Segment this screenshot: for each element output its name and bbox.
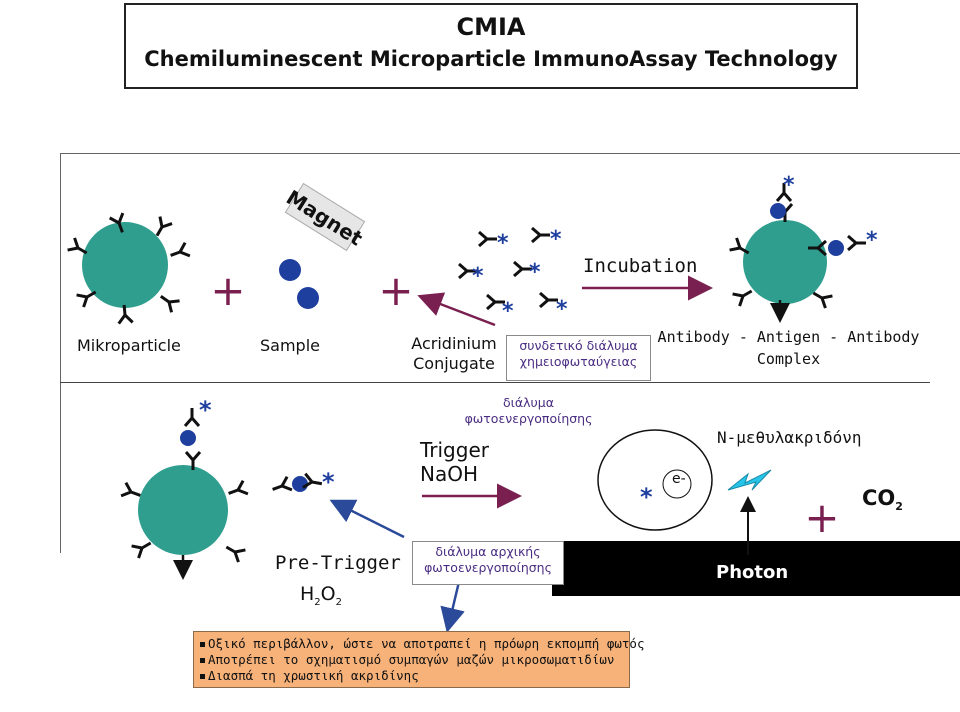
title-box: CMIA Chemiluminescent Microparticle Immu… [124, 3, 858, 89]
conjugate-cluster: * * * * * * [457, 226, 568, 324]
plus-sign: + [804, 493, 839, 542]
conjugate-label: Acridinium Conjugate [411, 334, 497, 373]
co2-label: CO2 [862, 486, 903, 514]
svg-text:e-: e- [672, 471, 686, 487]
antigen-dot [279, 259, 301, 281]
note-item: Οξικό περιβάλλον, ώστε να αποτραπεί η πρ… [200, 636, 645, 652]
svg-text:*: * [640, 483, 653, 511]
pretrigger-label: Pre-Trigger [275, 552, 401, 574]
pretrigger-caption: διάλυμα αρχικής φωτοενεργοποίησης [412, 541, 564, 585]
magnet-block: Magnet [282, 182, 367, 252]
antigen-dot [297, 287, 319, 309]
excited-molecule: * e- [597, 429, 713, 531]
trigger-label: Trigger NaOH [420, 438, 489, 486]
plus-sign: + [210, 266, 245, 315]
microparticle-1 [66, 211, 192, 326]
diagram-title: CMIA [456, 13, 526, 41]
plus-sign: + [378, 266, 413, 315]
complex-particle: * * [728, 173, 878, 323]
notes-box: Οξικό περιβάλλον, ώστε να αποτραπεί η πρ… [193, 631, 645, 688]
activation-caption: διάλυμα φωτοενεργοποίησης [452, 393, 605, 436]
svg-text:*: * [866, 228, 878, 253]
svg-text:*: * [322, 468, 335, 496]
svg-text:*: * [497, 231, 509, 256]
lightning-icon [727, 469, 772, 491]
svg-text:*: * [472, 264, 484, 289]
svg-text:*: * [529, 260, 541, 285]
pretrigger-particle: * * [119, 396, 335, 580]
methylacridone-label: Ν-μεθυλακριδόνη [717, 428, 862, 447]
binding-solution-caption: συνδετικό διάλυμα χημειοφωταύγειας [506, 335, 651, 381]
svg-text:*: * [502, 299, 514, 324]
diagram-subtitle: Chemiluminescent Microparticle ImmunoAss… [144, 47, 838, 71]
incubation-label: Incubation [583, 255, 698, 277]
black-band [552, 541, 960, 596]
pretrigger-arrow [329, 499, 405, 539]
h2o2-label: H2O2 [300, 583, 343, 608]
note-item: Αποτρέπει το σχηματισμό συμπαγών μαζών μ… [200, 652, 629, 668]
note-item: Διασπά τη χρωστική ακριδίνης [200, 668, 629, 684]
microparticle-label: Mikroparticle [77, 336, 181, 355]
svg-text:*: * [556, 297, 568, 322]
conjugate-arrow [417, 292, 496, 327]
sample-label: Sample [260, 336, 320, 355]
svg-text:*: * [199, 396, 212, 424]
svg-text:*: * [550, 227, 562, 252]
svg-text:*: * [783, 173, 795, 198]
divider-line [60, 382, 930, 383]
complex-label: Antibody - Antigen - Antibody Complex [657, 328, 920, 368]
diagram-frame [60, 153, 960, 553]
photon-label: Photon [716, 562, 789, 583]
